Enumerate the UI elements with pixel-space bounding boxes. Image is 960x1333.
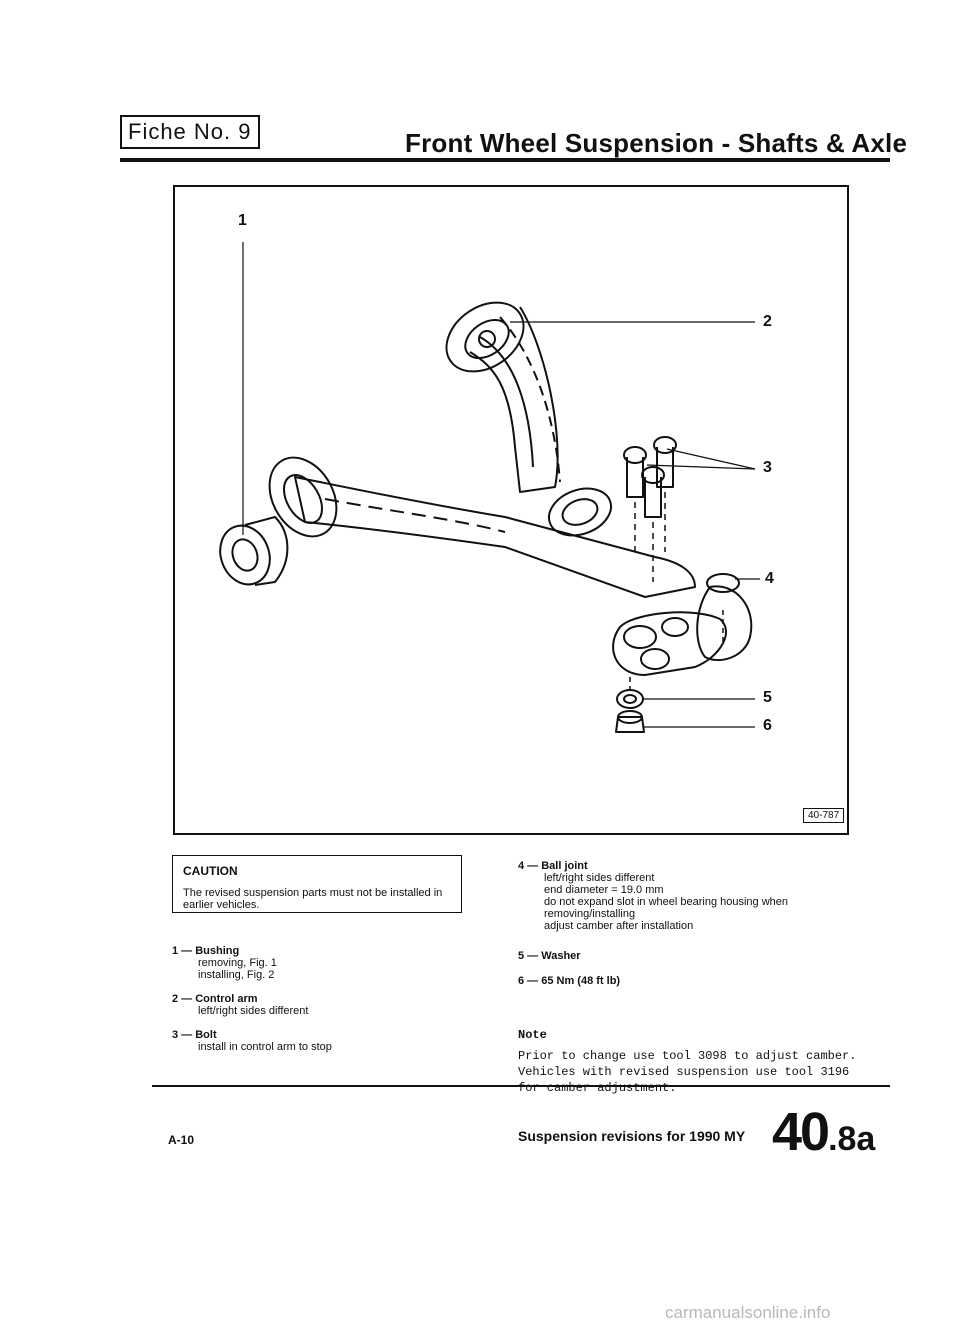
page-reference: A-10 [168,1133,195,1147]
callout-4: 4 [765,570,774,587]
footer-caption: Suspension revisions for 1990 MY [518,1128,746,1144]
section-number-suffix: .8a [828,1120,876,1158]
caution-box: CAUTION The revised suspension parts mus… [172,855,462,913]
footer-rule [152,1085,890,1087]
control-arm-lower-leg [294,476,696,598]
item-heading: 4 — Ball joint [518,860,588,872]
figure-id-label: 40-787 [803,808,845,823]
callout-3: 3 [763,459,772,476]
item-detail: install in control arm to stop [198,1041,332,1053]
parts-list-item-4: 4 — Ball joint left/right sides differen… [518,860,838,932]
ball-joint [696,585,753,662]
item-heading: 6 — 65 Nm (48 ft lb) [518,975,621,987]
title-rule [120,158,890,162]
control-arm-illustration [219,242,760,733]
exploded-diagram: 1 2 3 4 5 6 40-787 [173,185,849,835]
note-label: Note [518,1028,547,1042]
parts-list-item-3: 3 — Bolt install in control arm to stop [172,1029,472,1053]
callout-6: 6 [763,717,772,734]
watermark: carmanualsonline.info [665,1303,831,1322]
ball-joint-plate [612,611,727,676]
section-number-main: 40 [772,1102,830,1162]
item-detail: adjust camber after installation [544,920,694,932]
item-detail: end diameter = 19.0 mm [544,884,664,896]
item-detail: do not expand slot in wheel bearing hous… [544,896,789,920]
item-heading: 1 — Bushing [172,945,240,957]
parts-list-item-6: 6 — 65 Nm (48 ft lb) [518,975,838,987]
fiche-number: Fiche No. 9 [120,115,260,149]
callout-5: 5 [763,689,772,706]
caution-title: CAUTION [183,864,238,878]
caution-text: The revised suspension parts must not be… [183,887,443,911]
rear-bushing-eye [268,456,338,538]
item-detail: left/right sides different [198,1005,309,1017]
item-heading: 3 — Bolt [172,1029,217,1041]
bushing-part [219,524,271,586]
item-detail: installing, Fig. 2 [198,969,275,981]
control-arm-upright-leg [469,306,559,493]
note-text: Prior to change use tool 3098 to adjust … [518,1049,857,1095]
parts-list-item-1: 1 — Bushing removing, Fig. 1 installing,… [172,945,472,981]
page-title: Front Wheel Suspension - Shafts & Axle [405,128,908,158]
washer-part [616,689,644,709]
bolts [623,436,677,518]
item-detail: removing, Fig. 1 [198,957,277,969]
leader-line-3 [666,448,756,470]
nut-part [615,716,645,733]
callout-2: 2 [763,313,772,330]
item-heading: 5 — Washer [518,950,581,962]
parts-list-item-5: 5 — Washer [518,950,838,962]
item-detail: left/right sides different [544,872,655,884]
item-heading: 2 — Control arm [172,993,258,1005]
callout-1: 1 [238,212,247,229]
front-bushing-eye [445,301,525,373]
section-number: 40.8a [772,1102,875,1169]
parts-list-item-2: 2 — Control arm left/right sides differe… [172,993,472,1017]
